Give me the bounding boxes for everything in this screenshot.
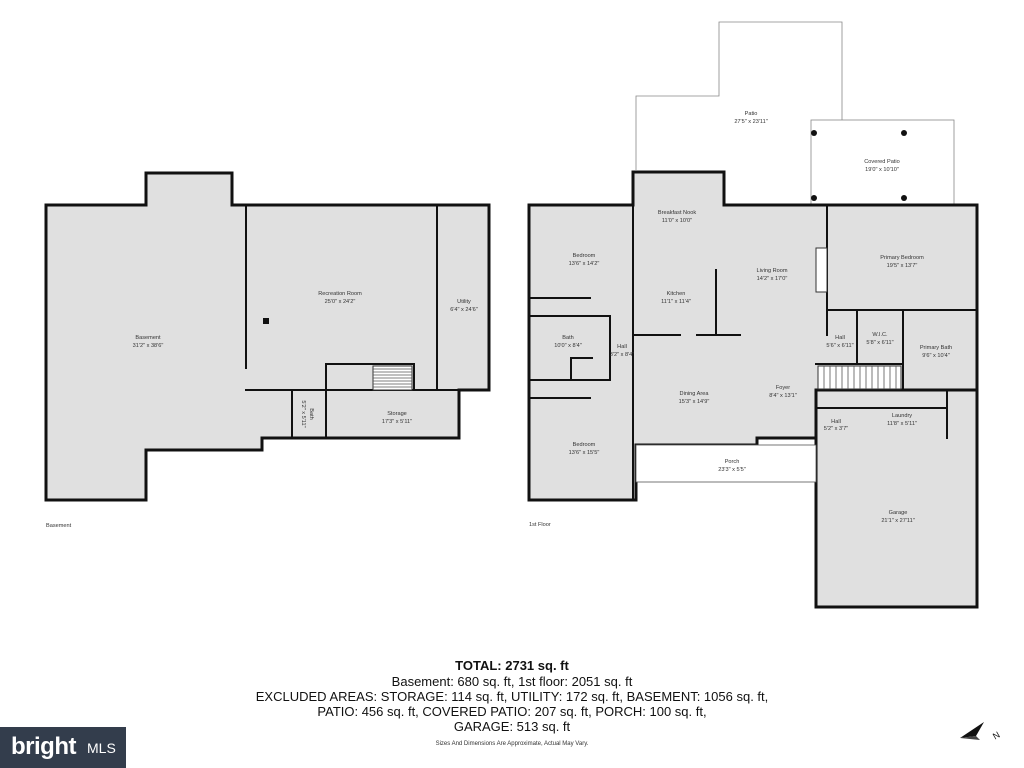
floor-label-basement: Basement bbox=[46, 523, 72, 529]
room-name: Hall bbox=[617, 344, 627, 350]
room-dims: 14'2" x 17'0" bbox=[757, 276, 788, 282]
room-name: Garage bbox=[889, 510, 908, 516]
area-excluded-2: PATIO: 456 sq. ft, COVERED PATIO: 207 sq… bbox=[317, 704, 707, 719]
room-dims: 17'3" x 5'11" bbox=[382, 419, 412, 425]
room-dims: 5'2" x 3'7" bbox=[824, 426, 848, 432]
fireplace bbox=[815, 247, 828, 293]
room-name: Utility bbox=[457, 299, 471, 305]
floor-plan: Basement 31'2" x 38'6" Recreation Room 2… bbox=[44, 21, 979, 609]
room-dims: 13'6" x 15'5" bbox=[569, 450, 600, 456]
room-dims: 5'2" x 5'11" bbox=[300, 400, 306, 427]
room-dims: 5'6" x 6'11" bbox=[826, 343, 853, 349]
north-label: N bbox=[991, 730, 1002, 742]
room-name: Kitchen bbox=[667, 291, 686, 297]
basement-column bbox=[263, 318, 269, 324]
room-name: W.I.C. bbox=[872, 332, 888, 338]
room-name: Bedroom bbox=[573, 442, 596, 448]
room-dims: 9'6" x 10'4" bbox=[922, 353, 950, 359]
room-dims: 25'0" x 24'2" bbox=[325, 299, 356, 305]
room-dims: 11'8" x 5'11" bbox=[887, 421, 917, 427]
garage-floor bbox=[814, 388, 979, 609]
room-name: Bedroom bbox=[573, 253, 596, 259]
room-name: Storage bbox=[387, 411, 407, 417]
room-dims: 8'4" x 13'1" bbox=[769, 393, 797, 399]
room-dims: 11'1" x 11'4" bbox=[661, 299, 691, 305]
area-total: TOTAL: 2731 sq. ft bbox=[455, 658, 569, 673]
basement-floor bbox=[44, 171, 491, 502]
room-dims: 23'3" x 5'5" bbox=[718, 467, 746, 473]
area-excluded-3: GARAGE: 513 sq. ft bbox=[453, 719, 571, 734]
room-dims: 11'0" x 10'0" bbox=[662, 218, 692, 224]
room-name: Living Room bbox=[756, 268, 787, 274]
room-dims: 19'5" x 13'7" bbox=[887, 263, 918, 269]
first-floor-plan: Patio 27'5" x 23'11" Covered Patio 19'0"… bbox=[527, 21, 979, 609]
porch-outline bbox=[635, 444, 817, 483]
room-dims: 6'4" x 24'6" bbox=[450, 307, 478, 313]
room-name: Patio bbox=[745, 111, 758, 117]
area-floors: Basement: 680 sq. ft, 1st floor: 2051 sq… bbox=[391, 674, 633, 689]
north-arrow-icon: N bbox=[960, 722, 1002, 742]
area-excluded-1: EXCLUDED AREAS: STORAGE: 114 sq. ft, UTI… bbox=[255, 689, 769, 704]
basement-plan: Basement 31'2" x 38'6" Recreation Room 2… bbox=[44, 171, 491, 529]
room-name: Dining Area bbox=[680, 391, 710, 397]
room-name: Primary Bedroom bbox=[880, 255, 924, 261]
room-name: Hall bbox=[831, 419, 841, 425]
bright-mls-logo: bright MLS bbox=[0, 727, 126, 768]
room-dims: 19'0" x 10'10" bbox=[865, 167, 899, 173]
basement-stairs bbox=[372, 365, 413, 391]
room-dims: 3'2" x 8'4" bbox=[610, 352, 634, 358]
room-dims: 15'3" x 14'9" bbox=[679, 399, 710, 405]
room-name: Covered Patio bbox=[864, 159, 899, 165]
room-name: Foyer bbox=[776, 385, 790, 391]
room-dims: 31'2" x 38'6" bbox=[133, 343, 164, 349]
room-name: Porch bbox=[725, 459, 740, 465]
room-dims: 27'5" x 23'11" bbox=[734, 119, 767, 125]
room-name: Hall bbox=[835, 335, 845, 341]
room-name: Basement bbox=[135, 335, 161, 341]
room-name: Bath bbox=[562, 335, 574, 341]
room-name: Breakfast Nook bbox=[658, 210, 696, 216]
room-name: Recreation Room bbox=[318, 291, 362, 297]
room-name: Primary Bath bbox=[920, 345, 952, 351]
patio-outline bbox=[635, 21, 843, 170]
first-floor-stairs bbox=[817, 365, 902, 390]
floor-label-first: 1st Floor bbox=[529, 522, 551, 528]
room-dims: 10'0" x 8'4" bbox=[554, 343, 582, 349]
brand-suffix: MLS bbox=[87, 740, 116, 756]
room-dims: 5'8" x 6'11" bbox=[866, 340, 893, 346]
room-dims: 21'1" x 27'11" bbox=[881, 518, 914, 524]
disclaimer: Sizes And Dimensions Are Approximate, Ac… bbox=[435, 741, 589, 747]
room-dims: 13'6" x 14'2" bbox=[569, 261, 600, 267]
room-name: Bath bbox=[308, 408, 314, 420]
brand-name: bright bbox=[11, 733, 76, 760]
room-name: Laundry bbox=[892, 413, 912, 419]
